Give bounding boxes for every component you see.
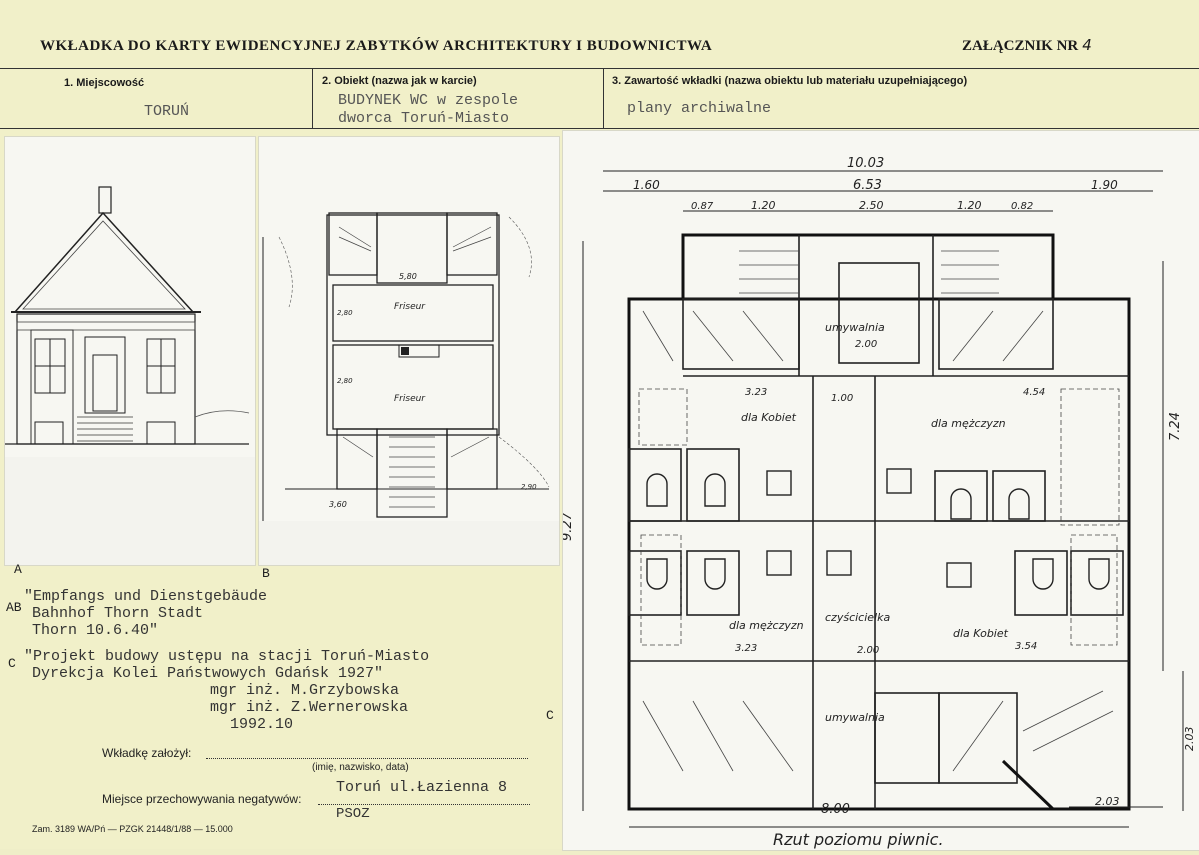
- field-3-label: 3. Zawartość wkładki (nazwa obiektu lub …: [612, 75, 968, 87]
- founder-hint: (imię, nazwisko, data): [312, 762, 409, 773]
- caption-c-line-2: Dyrekcja Kolei Państwowych Gdańsk 1927": [32, 665, 384, 682]
- photo-c-letter: C: [546, 708, 554, 723]
- plan-c-inner-dim-3: 1.00: [831, 393, 853, 404]
- plan-c-dim-0-82: 0.82: [1011, 201, 1033, 212]
- plan-b-dim-3: 2,80: [337, 309, 353, 317]
- caption-c-line-5: 1992.10: [230, 716, 294, 733]
- photo-a-elevation: [4, 136, 256, 566]
- header-rule: [0, 68, 1199, 69]
- plan-b-dim-4: 2,80: [337, 377, 353, 385]
- plan-b-dim-2: 3,60: [329, 500, 347, 509]
- ground-plan-drawing: Friseur Friseur 5,80 3,60 2,80 2,80 2,90: [259, 212, 559, 565]
- plan-c-dim-2-03-bottom: 2.03: [1095, 795, 1120, 808]
- field-divider-1: [312, 68, 313, 128]
- plan-c-dim-2-03-side: 2.03: [1183, 727, 1196, 752]
- field-3-value: plany archiwalne: [627, 100, 772, 117]
- plan-c-inner-dim-2: 3.23: [745, 387, 767, 398]
- fields-rule: [0, 128, 1199, 129]
- plan-c-room-men-top: dla mężczyzn: [931, 417, 1006, 430]
- plan-c-dim-6-53: 6.53: [853, 178, 882, 193]
- basement-plan-drawing: 10.03 6.53 1.60 1.90 0.87 1.20 2.50 1.20…: [560, 156, 1196, 849]
- plan-c-inner-dim-6: 2.00: [857, 645, 879, 656]
- card-title: WKŁADKA DO KARTY EWIDENCYJNEJ ZABYTKÓW A…: [40, 38, 713, 54]
- caption-ab-line-1: "Empfangs und Dienstgebäude: [24, 588, 268, 605]
- photo-a-letter: A: [14, 562, 22, 577]
- plan-c-room-women-top: dla Kobiet: [741, 411, 797, 424]
- plan-c-inner-dim-4: 4.54: [1023, 387, 1045, 398]
- caption-c-line-4: mgr inż. Z.Wernerowska: [210, 699, 409, 716]
- plan-c-room-washroom-bottom: umywalnia: [825, 711, 885, 724]
- plan-c-room-men-bottom: dla mężczyzn: [729, 619, 804, 632]
- plan-b-dim-1: 5,80: [399, 272, 417, 281]
- annex-label-text: ZAŁĄCZNIK NR: [962, 38, 1079, 54]
- plan-c-room-cleaner: czyścicielka: [825, 611, 890, 624]
- plan-c-inner-dim-5: 3.23: [735, 643, 757, 654]
- storage-value-2: PSOZ: [336, 806, 370, 822]
- plan-c-dim-1-60: 1.60: [633, 178, 660, 192]
- field-2-value-line2: dworca Toruń-Miasto: [338, 110, 510, 127]
- plan-c-dim-10-03: 10.03: [847, 156, 884, 171]
- caption-ab-line-2: Bahnhof Thorn Stadt: [32, 605, 204, 622]
- plan-b-room-label-2: Friseur: [394, 394, 426, 404]
- plan-c-dim-8-00: 8.00: [821, 802, 850, 817]
- plan-c-dim-7-24: 7.24: [1168, 412, 1183, 441]
- plan-c-room-washroom-top: umywalnia: [825, 321, 885, 334]
- field-2-value-line1: BUDYNEK WC w zespole: [338, 92, 519, 109]
- field-1-value: TORUŃ: [144, 103, 190, 120]
- caption-ab-line-3: Thorn 10.6.40": [32, 622, 159, 639]
- plan-c-dim-1-20a: 1.20: [751, 199, 776, 212]
- storage-value-1: Toruń ul.Łazienna 8: [336, 779, 508, 796]
- elevation-drawing: [5, 186, 255, 565]
- plan-c-inner-dim-7: 3.54: [1015, 641, 1037, 652]
- plan-c-dim-9-27: 9.27: [563, 511, 575, 541]
- caption-c-line-1: "Projekt budowy ustępu na stacji Toruń-M…: [24, 648, 430, 665]
- photo-b-letter: B: [262, 566, 270, 581]
- field-divider-2: [603, 68, 604, 128]
- founder-label: Wkładkę założył:: [102, 746, 192, 760]
- photo-c-basement-plan: 10.03 6.53 1.60 1.90 0.87 1.20 2.50 1.20…: [560, 130, 1199, 851]
- plan-c-title: Rzut poziomu piwnic.: [773, 830, 944, 849]
- plan-c-room-women-bottom: dla Kobiet: [953, 627, 1009, 640]
- annex-number: 4: [1082, 36, 1092, 54]
- plan-c-dim-1-20b: 1.20: [957, 199, 982, 212]
- field-1-label: 1. Miejscowość: [64, 77, 145, 89]
- founder-line[interactable]: [206, 758, 528, 759]
- plan-c-inner-dim-1: 2.00: [855, 339, 877, 350]
- caption-c-prefix: C: [8, 656, 16, 671]
- caption-c-line-3: mgr inż. M.Grzybowska: [210, 682, 400, 699]
- plan-c-dim-1-90: 1.90: [1091, 178, 1118, 192]
- photo-b-plan: Friseur Friseur 5,80 3,60 2,80 2,80 2,90: [258, 136, 560, 566]
- plan-b-dim-5: 2,90: [521, 483, 537, 491]
- print-info: Zam. 3189 WA/Pń — PZGK 21448/1/88 — 15.0…: [32, 824, 233, 834]
- plan-c-dim-0-87: 0.87: [691, 201, 714, 212]
- plan-b-room-label-1: Friseur: [394, 302, 426, 312]
- caption-ab-prefix: AB: [6, 600, 22, 615]
- plan-c-dim-2-50: 2.50: [859, 199, 884, 212]
- field-2-label: 2. Obiekt (nazwa jak w karcie): [322, 75, 477, 87]
- storage-line[interactable]: [318, 804, 530, 805]
- storage-label: Miejsce przechowywania negatywów:: [102, 792, 302, 806]
